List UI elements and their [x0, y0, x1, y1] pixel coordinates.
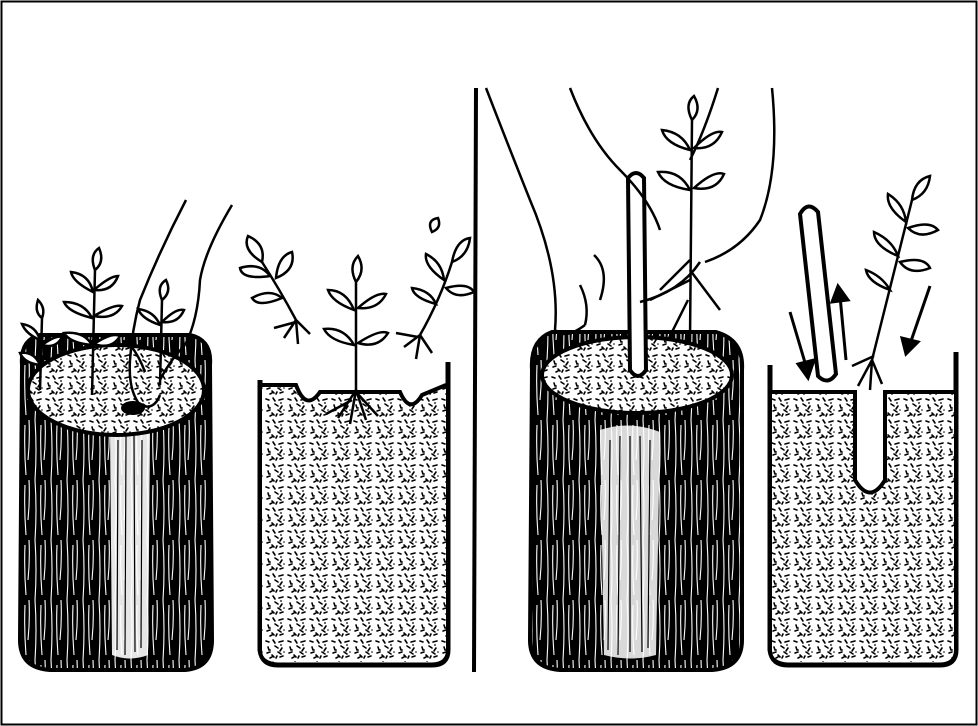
dibber-icon: [628, 173, 646, 376]
right-pot: [530, 332, 742, 670]
panel-divider: [474, 88, 476, 672]
seedling-icon: [240, 236, 310, 344]
seedling-icon: [852, 176, 938, 390]
left-pot: [20, 335, 212, 670]
arrow-down-icon: [902, 286, 930, 354]
dibber-icon: [800, 206, 836, 380]
right-seedling-box: [770, 352, 956, 665]
seedling-icon: [396, 218, 474, 359]
seedling-icon: [650, 96, 724, 340]
